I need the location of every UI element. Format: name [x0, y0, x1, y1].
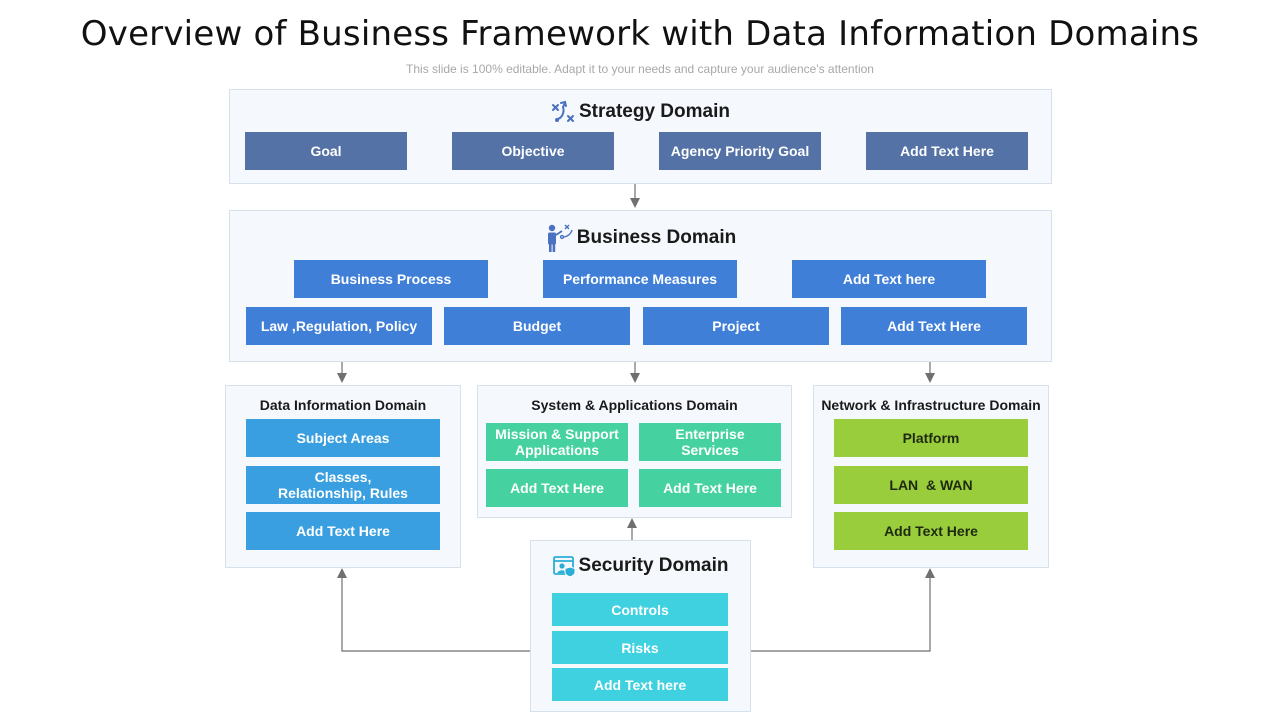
network-item-add-text: Add Text Here — [834, 512, 1028, 550]
network-item-lan-wan: LAN & WAN — [834, 466, 1028, 504]
security-item-add-text: Add Text here — [552, 668, 728, 701]
security-domain-title: Security Domain — [578, 555, 729, 576]
business-item-budget: Budget — [444, 307, 630, 345]
system-applications-domain-title: System & Applications Domain — [531, 397, 738, 413]
network-infrastructure-domain-title: Network & Infrastructure Domain — [821, 397, 1041, 413]
business-item-business-process: Business Process — [294, 260, 488, 298]
page-subtitle: This slide is 100% editable. Adapt it to… — [406, 62, 874, 76]
arrow-security-to-data — [337, 568, 531, 652]
system-item-mission-support-applications: Mission & Support Applications — [486, 423, 628, 461]
strategy-item-agency-priority-goal: Agency Priority Goal — [659, 132, 821, 170]
strategy-item-add-text: Add Text Here — [866, 132, 1028, 170]
system-applications-domain-panel: System & Applications Domain Mission & S… — [477, 385, 792, 518]
strategy-item-objective: Objective — [452, 132, 614, 170]
business-item-add-text-row1: Add Text here — [792, 260, 986, 298]
security-domain-panel: Security Domain Controls Risks Add Text … — [530, 540, 751, 712]
business-item-law-regulation-policy: Law ,Regulation, Policy — [246, 307, 432, 345]
security-item-risks: Risks — [552, 631, 728, 664]
business-item-performance-measures: Performance Measures — [543, 260, 737, 298]
data-item-subject-areas: Subject Areas — [246, 419, 440, 457]
strategy-domain-title: Strategy Domain — [579, 101, 730, 122]
business-item-add-text-row2: Add Text Here — [841, 307, 1027, 345]
business-domain-title: Business Domain — [576, 227, 737, 248]
arrow-security-to-network — [750, 568, 935, 652]
presenter-icon — [545, 223, 575, 253]
strategy-item-goal: Goal — [245, 132, 407, 170]
data-information-domain-title: Data Information Domain — [259, 397, 427, 413]
data-item-add-text: Add Text Here — [246, 512, 440, 550]
system-item-add-text-2: Add Text Here — [639, 469, 781, 507]
strategy-domain-panel: Strategy Domain Goal Objective Agency Pr… — [229, 89, 1052, 184]
data-information-domain-panel: Data Information Domain Subject Areas Cl… — [225, 385, 461, 568]
business-item-project: Project — [643, 307, 829, 345]
page-title: Overview of Business Framework with Data… — [80, 14, 1200, 54]
network-infrastructure-domain-panel: Network & Infrastructure Domain Platform… — [813, 385, 1049, 568]
business-domain-panel: Business Domain Business Process Perform… — [229, 210, 1052, 362]
system-item-enterprise-services: Enterprise Services — [639, 423, 781, 461]
system-item-add-text-1: Add Text Here — [486, 469, 628, 507]
data-item-classes-relationship-rules: Classes, Relationship, Rules — [246, 466, 440, 504]
network-item-platform: Platform — [834, 419, 1028, 457]
security-item-controls: Controls — [552, 593, 728, 626]
secure-user-icon — [552, 554, 577, 578]
strategy-play-icon — [551, 99, 577, 125]
